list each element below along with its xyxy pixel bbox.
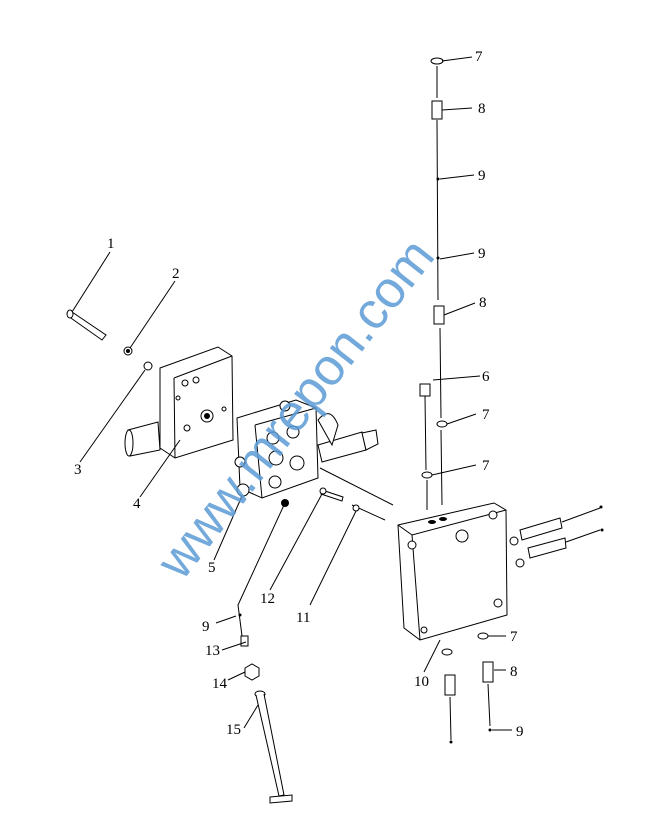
- part-2-nut: [123, 346, 133, 356]
- part-12-bolt: [319, 487, 344, 502]
- callout-9: 9: [516, 724, 524, 740]
- callout-6: 6: [482, 369, 490, 385]
- callout-2: 2: [172, 266, 180, 282]
- callout-3: 3: [74, 462, 82, 478]
- part-13-fitting: [240, 635, 249, 647]
- callout-4: 4: [133, 496, 141, 512]
- callout-9: 9: [478, 246, 486, 262]
- part-10-plate: [397, 502, 604, 641]
- callout-12: 12: [260, 591, 275, 607]
- fitting-stack: [419, 57, 494, 744]
- callout-7: 7: [482, 458, 490, 474]
- callout-5: 5: [208, 560, 216, 576]
- callout-1: 1: [107, 236, 115, 252]
- part-4-block: [124, 346, 234, 459]
- part-5-valve: [234, 399, 379, 507]
- callout-11: 11: [296, 610, 310, 626]
- leader-lines: [71, 56, 512, 731]
- part-11-washer: [352, 504, 360, 512]
- callout-10: 10: [414, 674, 429, 690]
- callout-7: 7: [510, 629, 518, 645]
- callout-7: 7: [482, 407, 490, 423]
- part-14-nut: [244, 663, 260, 681]
- part-3-washer: [143, 361, 153, 371]
- callout-8: 8: [479, 295, 487, 311]
- callout-7: 7: [475, 49, 483, 65]
- part-1-pin: [66, 309, 107, 341]
- callout-8: 8: [478, 101, 486, 117]
- callout-9: 9: [478, 168, 486, 184]
- callout-15: 15: [226, 722, 241, 738]
- callout-14: 14: [212, 676, 228, 692]
- callout-13: 13: [205, 643, 220, 659]
- callout-9: 9: [202, 619, 210, 635]
- callout-8: 8: [510, 664, 518, 680]
- part-15-bolt: [254, 690, 293, 804]
